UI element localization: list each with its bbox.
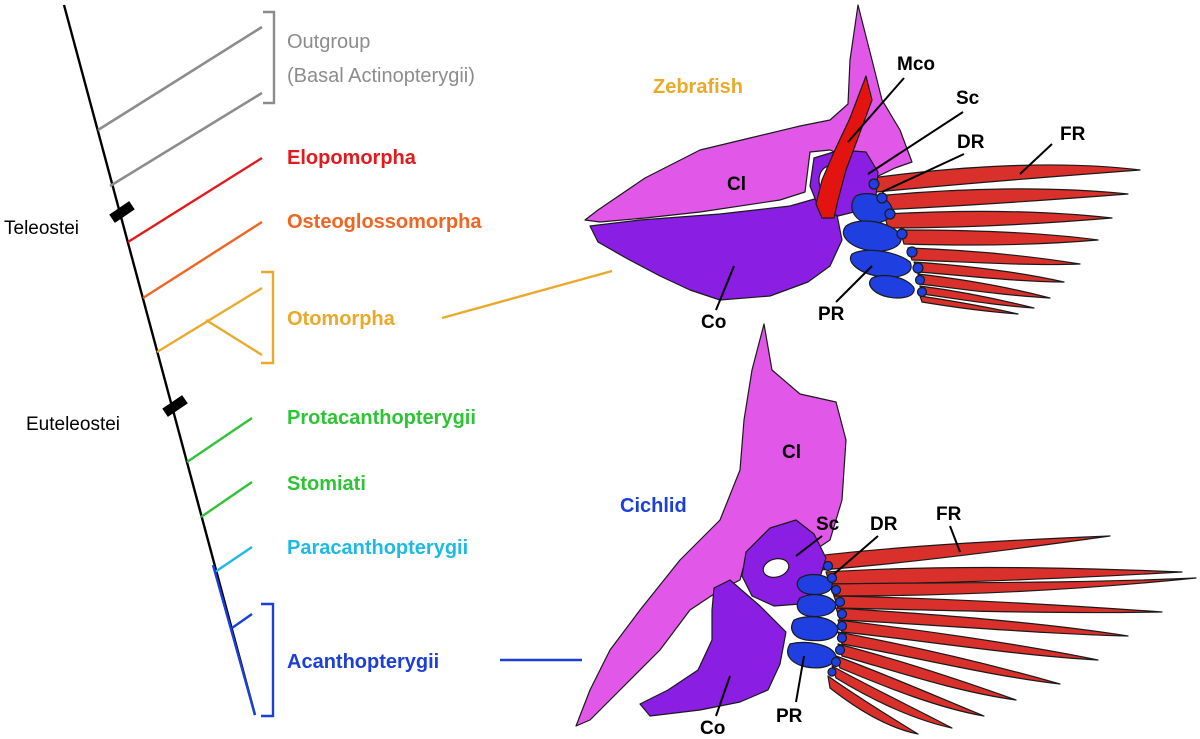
branch-otomorpha-sub — [205, 318, 263, 357]
node-marker-teleostei — [109, 201, 135, 223]
cichlid-coracoid — [639, 579, 787, 717]
branch-otomorpha — [156, 286, 263, 354]
zebrafish-leader-dr — [881, 153, 965, 193]
node-marker-euteleostei — [162, 395, 188, 417]
cichlid-scapular-foramen — [762, 558, 790, 578]
branch-paracanthopterygii — [214, 546, 253, 573]
clade-label-otomorpha: Otomorpha — [287, 308, 396, 330]
branch-protacanthopterygii — [186, 417, 253, 463]
cichlid-leader-sc — [795, 535, 823, 557]
cichlid-leader-co — [715, 675, 731, 717]
zebrafish-label-pr: PR — [818, 304, 845, 325]
clade-label-protacanthopterygii: Protacanthopterygii — [287, 407, 476, 429]
cichlid-fin-rays — [815, 535, 1197, 735]
branch-elopomorpha — [127, 156, 263, 244]
branch-outgroup-2 — [109, 91, 263, 188]
branch-stomiati — [200, 481, 253, 518]
branch-acanthopterygii-stem — [211, 564, 257, 716]
cichlid-label-sc: Sc — [816, 514, 840, 535]
cichlid-label-cl: Cl — [782, 442, 801, 463]
zebrafish-leader-co — [715, 265, 735, 311]
zebrafish-leader-fr — [1019, 143, 1053, 175]
clade-label-acanthopterygii: Acanthopterygii — [287, 651, 439, 673]
clade-label-stomiati: Stomiati — [287, 473, 366, 495]
node-label-euteleostei: Euteleostei — [26, 414, 120, 435]
branch-outgroup-1 — [97, 25, 263, 132]
cichlid-label-dr: DR — [870, 514, 898, 535]
cichlid-proximal-radials — [787, 573, 839, 669]
node-label-teleostei: Teleostei — [4, 218, 79, 239]
cichlid-leader-pr — [795, 655, 805, 703]
cichlid-distal-radials — [822, 560, 848, 677]
zebrafish-proximal-radials — [842, 193, 915, 299]
cichlid-label-fr: FR — [936, 504, 962, 525]
cichlid-cleithrum — [575, 323, 847, 727]
zebrafish-mesocoracoid — [815, 75, 873, 219]
phylogenetic-tree: Teleostei Euteleostei Outgroup (Basal Ac… — [4, 4, 613, 718]
zebrafish-leader-mco — [847, 77, 905, 143]
zebrafish-label-co: Co — [701, 312, 726, 333]
cichlid-pectoral-fin: Cichlid — [575, 323, 1197, 739]
cichlid-leader-fr — [949, 525, 961, 553]
clade-label-osteoglossomorpha: Osteoglossomorpha — [287, 211, 482, 233]
cichlid-leader-dr — [833, 535, 879, 575]
bracket-acanthopterygii — [261, 602, 275, 718]
clade-label-paracanthopterygii: Paracanthopterygii — [287, 537, 468, 559]
zebrafish-leader-pr — [835, 265, 873, 303]
zebrafish-label-fr: FR — [1060, 124, 1086, 145]
zebrafish-leader-sc — [867, 111, 964, 175]
zebrafish-cleithrum — [584, 4, 913, 223]
branch-osteoglossomorpha — [142, 220, 263, 300]
bracket-otomorpha — [261, 270, 275, 365]
zebrafish-fin-rays — [871, 164, 1141, 315]
zebrafish-label-mco: Mco — [897, 54, 935, 75]
cichlid-label-pr: PR — [776, 706, 803, 727]
cichlid-label-co: Co — [700, 718, 725, 739]
clade-label-outgroup: Outgroup — [287, 31, 370, 53]
zebrafish-label-dr: DR — [957, 132, 985, 153]
bracket-outgroup — [263, 10, 276, 105]
zebrafish-label-sc: Sc — [956, 88, 980, 109]
zebrafish-label-cl: Cl — [727, 174, 746, 195]
cichlid-title: Cichlid — [620, 495, 687, 517]
zebrafish-coracoid — [589, 197, 843, 301]
tree-trunk — [62, 4, 257, 716]
clade-label-outgroup-sub: (Basal Actinopterygii) — [287, 65, 475, 87]
zebrafish-pectoral-fin: Zebrafish — [584, 4, 1141, 333]
connector-otomorpha-zebrafish — [441, 269, 613, 320]
zebrafish-distal-radials — [868, 178, 928, 298]
clade-label-elopomorpha: Elopomorpha — [287, 147, 417, 169]
branch-acanthopterygii — [231, 613, 253, 629]
zebrafish-title: Zebrafish — [653, 76, 743, 98]
